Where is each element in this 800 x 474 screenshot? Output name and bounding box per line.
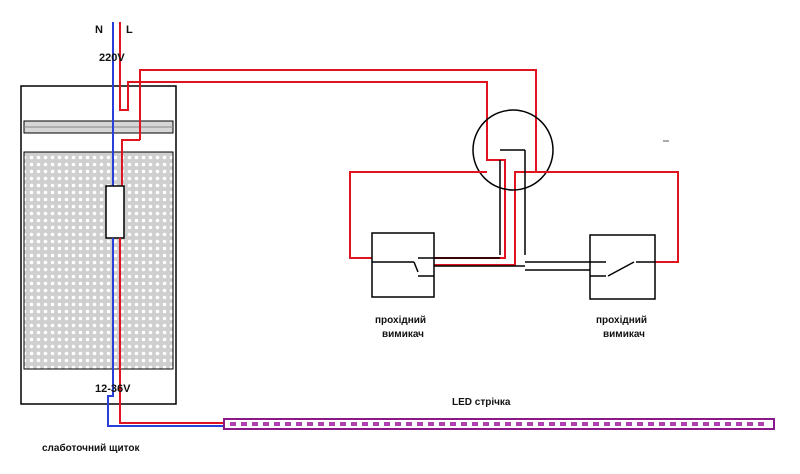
led-dot xyxy=(439,422,445,426)
led-dot xyxy=(450,422,456,426)
switch-wires xyxy=(349,171,679,271)
led-dot xyxy=(571,422,577,426)
led-dot xyxy=(670,422,676,426)
label-line: L xyxy=(126,24,133,36)
led-dot xyxy=(494,422,500,426)
led-dot xyxy=(681,422,687,426)
label-right-switch-line2: вимикач xyxy=(603,329,645,340)
label-panel: слаботочний щиток xyxy=(42,442,141,454)
led-dot xyxy=(230,422,236,426)
junction-box xyxy=(472,109,554,255)
phase-wire-feed xyxy=(119,22,506,259)
led-dot xyxy=(538,422,544,426)
led-dot xyxy=(747,422,753,426)
led-dot xyxy=(703,422,709,426)
led-dot xyxy=(472,422,478,426)
low-voltage-panel xyxy=(20,85,177,405)
led-dot xyxy=(285,422,291,426)
right-switch xyxy=(589,234,656,300)
led-strip xyxy=(223,418,775,430)
led-dot xyxy=(263,422,269,426)
led-dot xyxy=(626,422,632,426)
led-dot xyxy=(527,422,533,426)
led-dot xyxy=(307,422,313,426)
led-dot xyxy=(648,422,654,426)
led-dot xyxy=(417,422,423,426)
junction-circle xyxy=(472,109,554,191)
led-dot xyxy=(362,422,368,426)
led-dot xyxy=(384,422,390,426)
led-dot xyxy=(582,422,588,426)
right-switch-red-wire xyxy=(536,171,679,263)
led-dot xyxy=(659,422,665,426)
led-dot xyxy=(252,422,258,426)
led-dot xyxy=(505,422,511,426)
panel-grid xyxy=(23,151,174,370)
led-dot xyxy=(241,422,247,426)
led-dot xyxy=(516,422,522,426)
label-neutral: N xyxy=(95,24,103,36)
led-dot xyxy=(274,422,280,426)
led-dot xyxy=(758,422,764,426)
right-switch-box xyxy=(589,234,656,300)
led-dot xyxy=(725,422,731,426)
low-voltage-neutral xyxy=(107,418,224,427)
led-dot xyxy=(736,422,742,426)
led-dot xyxy=(351,422,357,426)
label-right-switch-line1: прохідний xyxy=(596,315,647,326)
label-low-voltage: 12-36V xyxy=(95,383,131,395)
left-switch xyxy=(371,232,435,298)
led-dot xyxy=(296,422,302,426)
low-voltage-phase xyxy=(119,238,224,424)
led-dot xyxy=(604,422,610,426)
led-dot xyxy=(615,422,621,426)
led-dot xyxy=(318,422,324,426)
led-dot xyxy=(428,422,434,426)
led-dot xyxy=(483,422,489,426)
label-left-switch-line1: прохідний xyxy=(375,315,426,326)
led-dot xyxy=(593,422,599,426)
transformer-block xyxy=(105,185,125,239)
label-mains-voltage: 220V xyxy=(99,52,125,64)
led-dot xyxy=(560,422,566,426)
power-supply-module xyxy=(105,139,224,427)
led-dot xyxy=(714,422,720,426)
led-dot xyxy=(329,422,335,426)
led-dot xyxy=(692,422,698,426)
led-dot xyxy=(406,422,412,426)
led-dot xyxy=(340,422,346,426)
led-dot xyxy=(549,422,555,426)
led-dot xyxy=(637,422,643,426)
led-dot xyxy=(395,422,401,426)
label-left-switch-line2: вимикач xyxy=(382,329,424,340)
left-switch-red-wire xyxy=(349,171,487,259)
led-dot xyxy=(461,422,467,426)
left-switch-box xyxy=(371,232,435,298)
label-led-strip: LED стрічка xyxy=(452,397,511,408)
led-dot xyxy=(373,422,379,426)
